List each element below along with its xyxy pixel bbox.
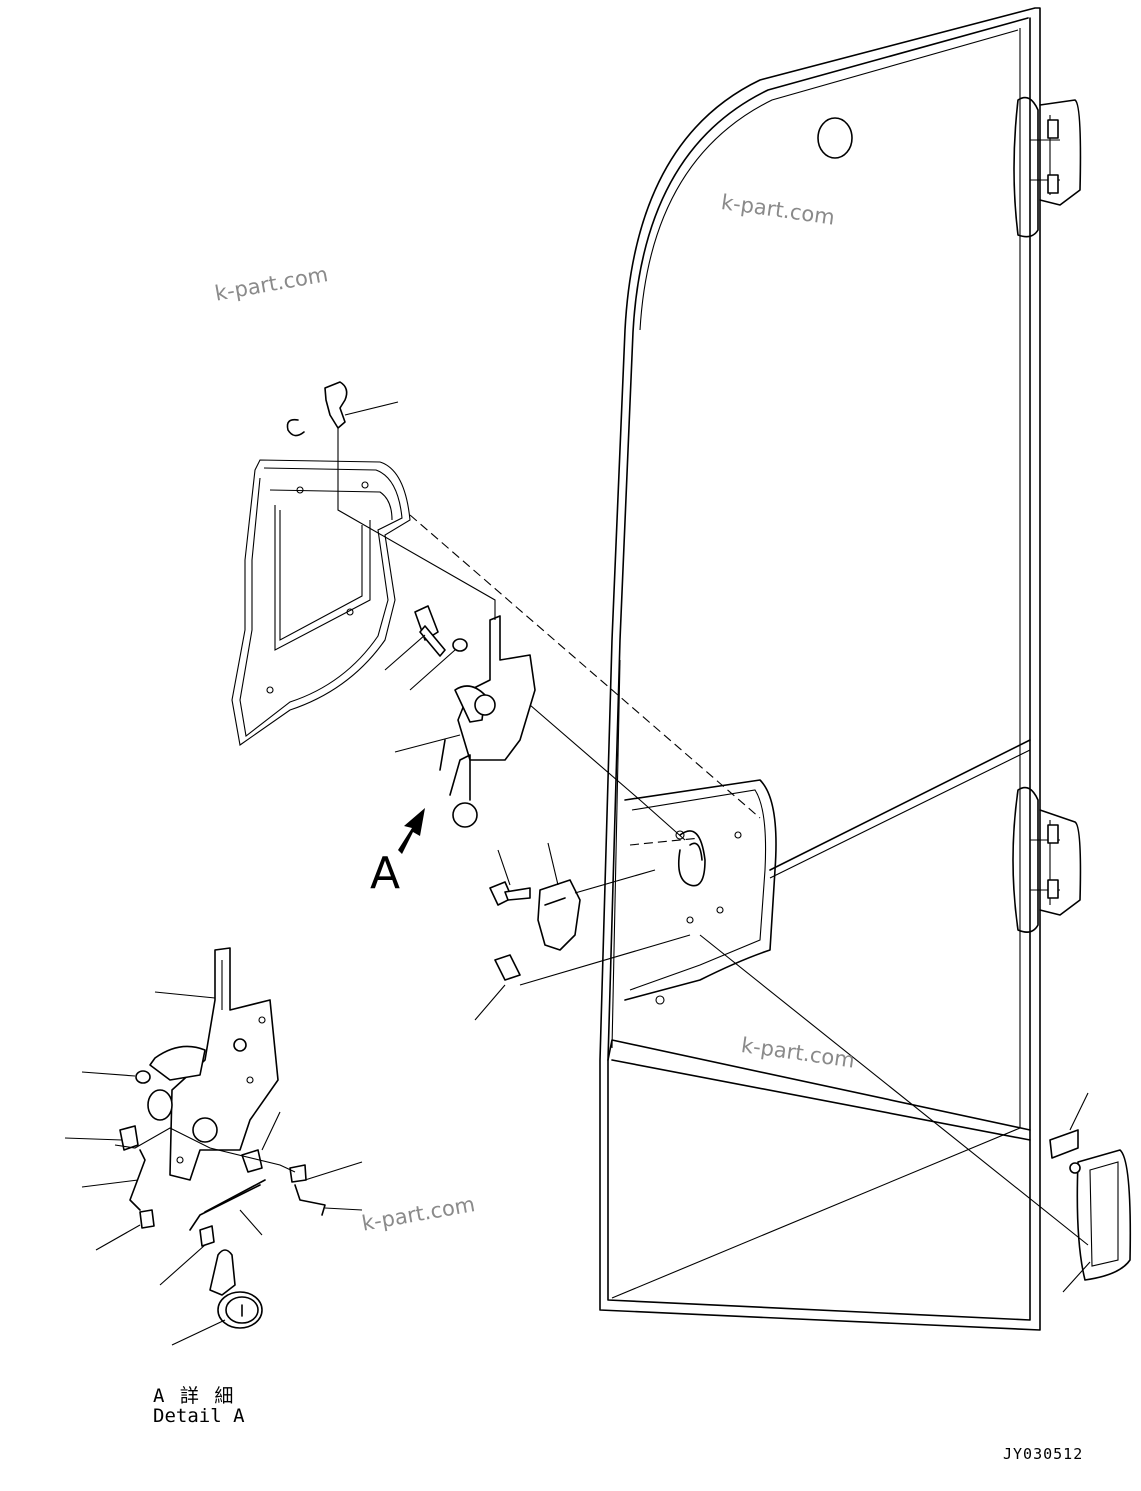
- top-clip: [286, 381, 348, 437]
- view-arrow: [398, 808, 425, 854]
- detail-a-assembly: [119, 947, 326, 1329]
- detail-caption-japanese: A 詳 細: [153, 1385, 236, 1407]
- detail-caption-english: Detail A: [153, 1405, 245, 1427]
- door-cover-panel: [231, 459, 411, 746]
- door-panel: [599, 7, 1041, 1331]
- view-marker-label: A: [370, 848, 401, 899]
- leader-lines: [64, 401, 1091, 1346]
- drawing-code: JY030512: [1003, 1445, 1084, 1463]
- outside-handle: [1049, 1129, 1132, 1281]
- upper-lock-assembly: [414, 605, 536, 828]
- handle-bracket: [489, 879, 581, 981]
- upper-hinge: [1013, 96, 1082, 238]
- lower-hinge: [1012, 786, 1082, 933]
